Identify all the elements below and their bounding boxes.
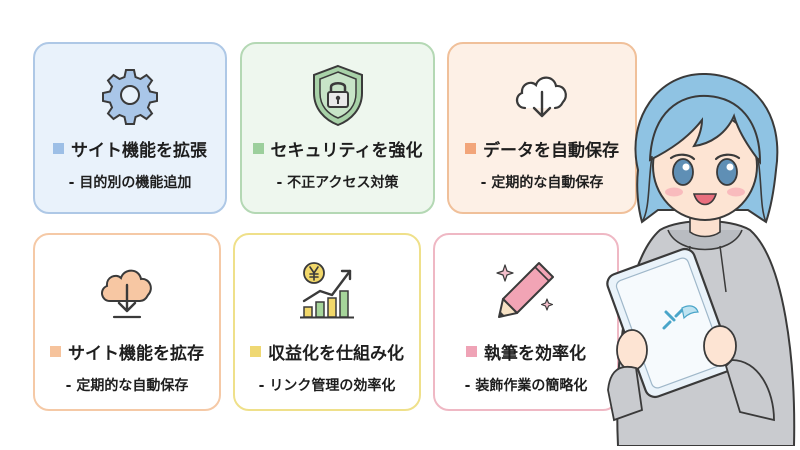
card-title-row: 収益化を仕組み化 [250,339,404,364]
card-title: サイト機能を拡張 [71,141,207,161]
card-title-row: サイト機能を拡張 [53,136,207,161]
bullet-marker [465,143,476,154]
cloud-download-icon [507,60,577,130]
feature-card-security: セキュリティを強化 - 不正アクセス対策 [240,42,435,214]
card-title: サイト機能を拡存 [68,344,204,364]
card-title: データを自動保存 [483,141,619,161]
pencil-sparkle-icon [491,255,561,325]
girl-with-tablet-illustration [598,60,800,447]
feature-card-writing: 執筆を効率化 - 装飾作業の簡略化 [433,233,619,411]
card-subtitle: - 定期的な自動保存 [480,175,604,191]
card-subtitle: - 目的別の機能追加 [68,175,192,191]
card-subtitle: - 装飾作業の簡略化 [464,378,588,394]
bullet-marker [466,346,477,357]
card-subtitle: - 定期的な自動保存 [65,378,189,394]
feature-card-site-extension: サイト機能を拡張 - 目的別の機能追加 [33,42,227,214]
bullet-marker [53,143,64,154]
card-title: 収益化を仕組み化 [268,344,404,364]
shield-lock-icon [303,60,373,130]
card-title-row: データを自動保存 [465,136,619,161]
card-title: セキュリティを強化 [270,141,423,161]
card-title-row: サイト機能を拡存 [50,339,204,364]
feature-card-site-save: サイト機能を拡存 - 定期的な自動保存 [33,233,221,411]
feature-card-monetization: 収益化を仕組み化 - リンク管理の効率化 [233,233,421,411]
cloud-download-icon [92,255,162,325]
bullet-marker [252,143,264,154]
card-title-row: セキュリティを強化 [252,136,423,161]
card-subtitle: - リンク管理の効率化 [258,378,396,394]
gear-icon [95,60,165,130]
card-title-row: 執筆を効率化 [466,339,586,364]
feature-card-auto-backup: データを自動保存 - 定期的な自動保存 [447,42,637,214]
card-title: 執筆を効率化 [484,344,586,364]
bullet-marker [50,346,61,357]
yen-growth-chart-icon [292,255,362,325]
card-subtitle: - 不正アクセス対策 [276,175,399,191]
bullet-marker [250,346,261,357]
